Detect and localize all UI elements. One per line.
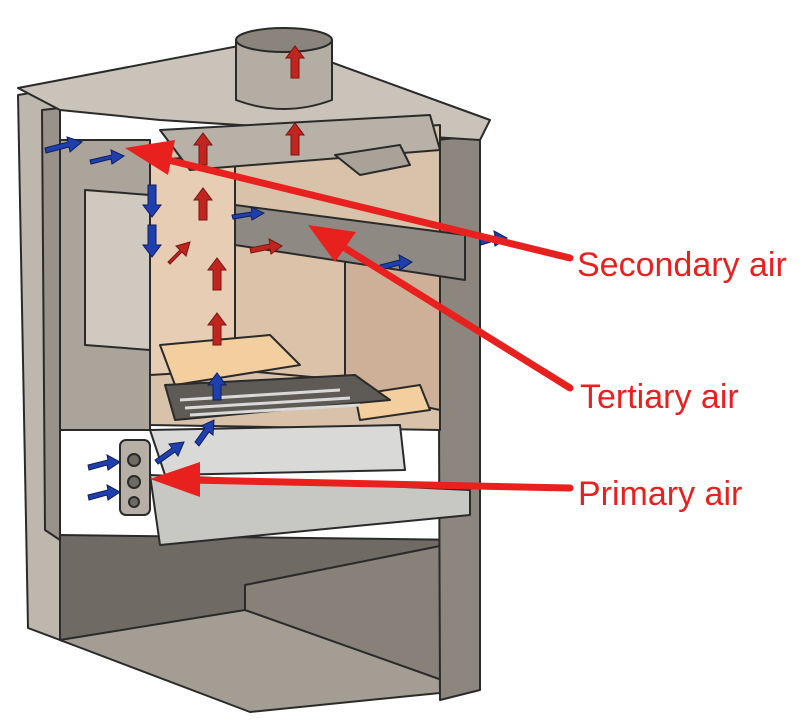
hot-air-arrow	[207, 312, 227, 346]
secondary-air-label: Secondary air	[577, 246, 787, 284]
hot-air-arrow	[193, 132, 213, 166]
left-casing-inner	[41, 107, 61, 541]
cold-air-arrow	[87, 454, 121, 471]
hot-air-arrow	[285, 45, 305, 79]
flue-collar	[235, 39, 333, 110]
hot-air-arrow	[193, 187, 213, 221]
tertiary-air-label: Tertiary air	[580, 378, 739, 416]
hot-air-arrows	[167, 45, 305, 346]
cold-air-arrow	[142, 184, 162, 218]
cold-air-arrow	[142, 224, 162, 258]
grate-slots	[179, 388, 361, 417]
cold-air-arrow	[194, 419, 215, 447]
tertiary-air-pointer-head	[308, 225, 356, 262]
secondary-air-pointer-head	[125, 140, 175, 175]
hot-air-arrow	[167, 241, 191, 265]
tertiary-air-pointer	[336, 241, 574, 392]
primary-air-label: Primary air	[578, 475, 743, 513]
cold-air-arrow	[207, 372, 227, 401]
cold-air-arrow	[87, 484, 121, 501]
right-casing	[437, 134, 481, 701]
baffle-plate	[159, 114, 441, 171]
left-glass-frame	[84, 189, 151, 351]
hot-air-arrow	[207, 257, 227, 291]
flue-opening	[235, 27, 333, 53]
pointers	[125, 140, 574, 497]
hot-air-arrow	[285, 122, 305, 156]
log-left	[159, 334, 301, 386]
cold-air-arrow	[89, 149, 126, 165]
primary-air-pointer-head	[150, 462, 200, 497]
secondary-air-pointer	[156, 154, 574, 262]
cold-air-arrow	[231, 206, 266, 221]
primary-air-pointer	[186, 476, 574, 492]
cold-air-arrow	[44, 136, 84, 154]
hot-air-arrow	[249, 238, 283, 255]
cold-air-arrow	[154, 441, 185, 465]
stove-body	[17, 27, 491, 713]
smoke-deflector	[334, 144, 411, 176]
